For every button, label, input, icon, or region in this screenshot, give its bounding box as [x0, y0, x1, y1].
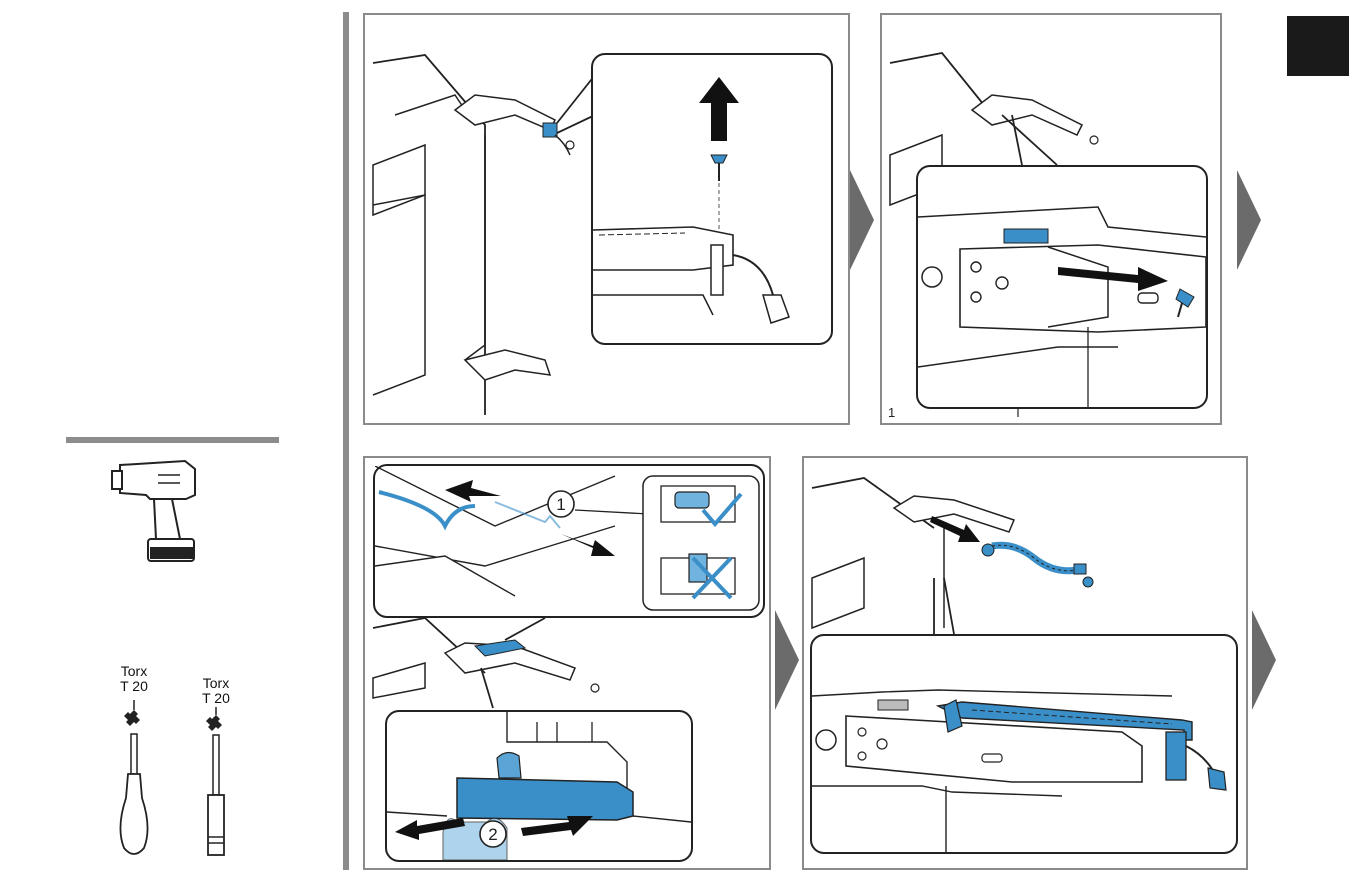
step-4-callout — [810, 634, 1238, 854]
step-1-callout — [591, 53, 833, 345]
screwdriver-icon — [114, 698, 154, 863]
next-step-chevron-1 — [850, 170, 878, 270]
step-1-callout-drawing — [593, 55, 831, 343]
torx-left-line1: Torx — [104, 664, 164, 679]
bit-holder-icon — [196, 705, 236, 860]
step-2-callout-drawing — [918, 167, 1206, 407]
screw-icon — [711, 155, 727, 181]
next-step-chevron-3 — [775, 610, 803, 710]
torx-right-line2: T 20 — [186, 691, 246, 706]
step-panel-1 — [363, 13, 850, 425]
marker-2-label: 2 — [488, 825, 497, 844]
step-3-callout-bottom-drawing: 2 — [387, 712, 691, 860]
step-panel-3: 1 2 — [363, 456, 771, 870]
next-step-chevron-2 — [1237, 170, 1265, 270]
step-3-callout-top: 1 — [373, 464, 765, 618]
next-step-chevron-4 — [1252, 610, 1280, 710]
step-panel-2: 1 — [880, 13, 1222, 425]
torx-left-line2: T 20 — [104, 679, 164, 694]
step-3-callout-bottom: 2 — [385, 710, 693, 862]
marker-1-label: 1 — [556, 495, 565, 514]
torx-right-line1: Torx — [186, 676, 246, 691]
step-4-callout-drawing — [812, 636, 1236, 852]
arrow-icon — [445, 480, 501, 502]
step-3-callout-top-drawing: 1 — [375, 466, 763, 616]
drill-icon — [110, 455, 220, 565]
arrow-icon — [561, 534, 615, 556]
step-2-callout — [916, 165, 1208, 409]
page-marker: 1 — [888, 405, 895, 420]
torx-right-label: Torx T 20 — [186, 676, 246, 706]
torx-left-label: Torx T 20 — [104, 664, 164, 694]
tools-divider — [66, 437, 279, 443]
vertical-divider — [343, 12, 349, 870]
step-panel-4 — [802, 456, 1248, 870]
arrow-icon — [699, 77, 739, 141]
section-marker — [1287, 16, 1349, 76]
